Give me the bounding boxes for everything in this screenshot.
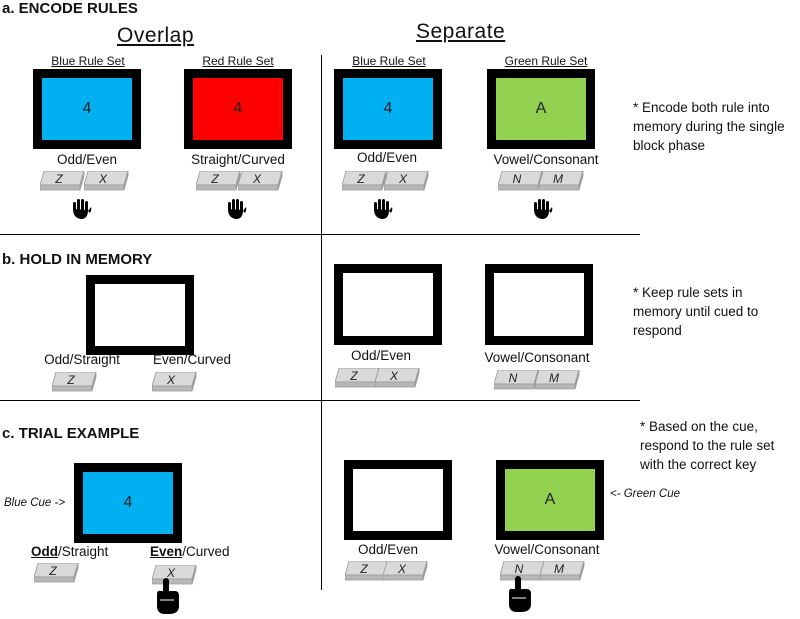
key-x-pressed: X	[152, 565, 198, 585]
label-odd-straight-b: Odd/Straight	[44, 352, 120, 367]
label-odd-bold: Odd	[31, 544, 58, 559]
green-cue-label: <- Green Cue	[610, 488, 680, 500]
green-rule-set-title: Green Rule Set	[504, 54, 588, 68]
label-odd-even-c: Odd/Even	[357, 542, 419, 557]
note-a: * Encode both rule into memory during th…	[633, 100, 785, 153]
label-even-curved-b: Even/Curved	[152, 352, 232, 367]
key-x: X	[84, 171, 130, 191]
stimulus-number: 4	[123, 494, 133, 511]
note-b: * Keep rule sets in memory until cued to…	[633, 285, 759, 338]
hand-icon	[225, 198, 247, 225]
green-screen: A	[487, 69, 595, 149]
key-z: Z	[52, 372, 98, 392]
key-m: M	[539, 171, 585, 191]
red-screen: 4	[184, 69, 292, 149]
label-curved-suffix: /Curved	[182, 544, 230, 559]
key-n: N	[498, 171, 544, 191]
hand-icon	[70, 198, 92, 225]
divider-vertical	[321, 55, 322, 590]
label-even-curved-c: Even/Curved	[150, 544, 230, 559]
hand-icon	[531, 198, 553, 225]
blank-screen-overlap	[86, 275, 194, 355]
stimulus-number: 4	[383, 100, 393, 117]
label-straight-curved-a: Straight/Curved	[191, 152, 285, 167]
note-c: * Based on the cue, respond to the rule …	[640, 419, 775, 472]
overlap-title: Overlap	[117, 24, 195, 47]
blank-screen-separate-left	[334, 264, 442, 345]
blue-rule-set-title-separate: Blue Rule Set	[352, 54, 426, 68]
key-m: M	[535, 370, 581, 390]
label-odd-even-a2: Odd/Even	[356, 150, 418, 165]
key-n: N	[494, 370, 540, 390]
blue-screen-overlap: 4	[33, 69, 141, 149]
key-x: X	[384, 171, 430, 191]
label-vowel-consonant-b: Vowel/Consonant	[484, 350, 590, 365]
pointing-hand-icon	[153, 578, 181, 619]
key-x: X	[152, 372, 198, 392]
label-straight-suffix: /Straight	[58, 544, 109, 559]
separate-title: Separate	[416, 20, 506, 43]
section-b-title: b. HOLD IN MEMORY	[2, 251, 153, 268]
key-m: M	[540, 561, 586, 581]
section-a-title: a. ENCODE RULES	[2, 0, 138, 17]
key-x: X	[238, 171, 284, 191]
key-z: Z	[196, 171, 242, 191]
key-x: X	[375, 368, 421, 388]
stimulus-letter: A	[535, 100, 547, 117]
label-vowel-consonant-a: Vowel/Consonant	[493, 152, 599, 167]
blue-cue-label: Blue Cue ->	[4, 497, 66, 509]
blue-screen-separate: 4	[334, 69, 442, 149]
divider-a-b	[0, 234, 640, 235]
label-even-bold: Even	[150, 544, 183, 559]
label-odd-even-a1: Odd/Even	[56, 152, 118, 167]
section-c-title: c. TRIAL EXAMPLE	[2, 425, 140, 442]
key-z: Z	[40, 171, 86, 191]
blue-cue-screen: 4	[74, 463, 182, 543]
green-cue-screen: A	[496, 460, 604, 540]
hand-icon	[371, 198, 393, 225]
stimulus-number: 4	[233, 100, 243, 117]
stimulus-number: 4	[82, 100, 92, 117]
stimulus-letter: A	[544, 491, 556, 508]
red-rule-set-title: Red Rule Set	[202, 54, 274, 68]
blank-screen-trial	[344, 460, 452, 540]
label-vowel-consonant-c: Vowel/Consonant	[494, 542, 600, 557]
key-z: Z	[342, 171, 388, 191]
key-x: X	[383, 561, 429, 581]
key-z: Z	[345, 561, 391, 581]
pointing-hand-icon	[505, 576, 533, 617]
label-odd-straight-c: Odd/Straight	[31, 544, 108, 559]
blank-screen-separate-right	[485, 264, 593, 345]
blue-rule-set-title-overlap: Blue Rule Set	[51, 54, 125, 68]
divider-b-c	[0, 400, 640, 401]
key-z: Z	[34, 563, 80, 583]
label-odd-even-b: Odd/Even	[350, 348, 412, 363]
